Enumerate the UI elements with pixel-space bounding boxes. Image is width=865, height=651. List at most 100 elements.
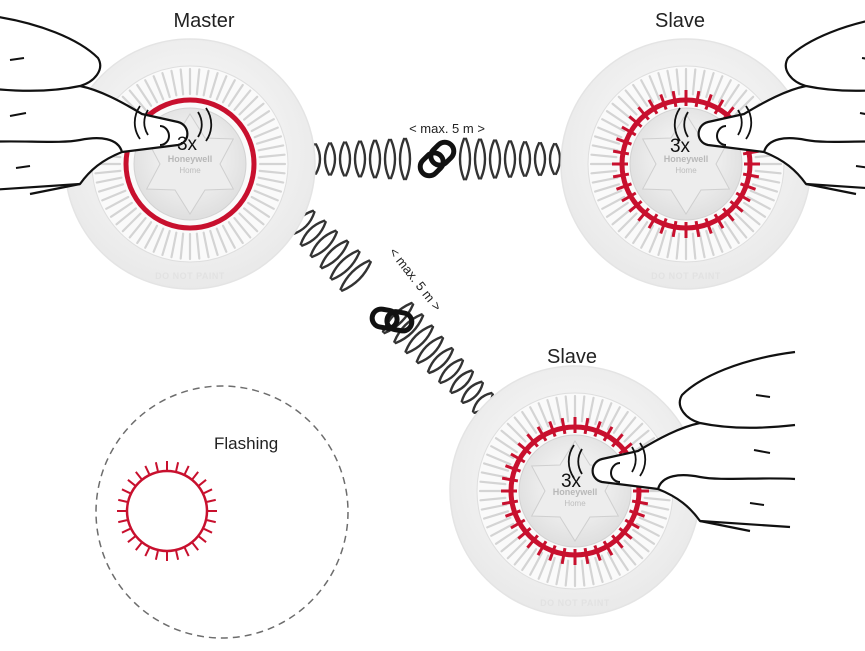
grille-fin bbox=[480, 471, 508, 479]
led-flash-tick bbox=[659, 217, 668, 235]
grille-fin bbox=[640, 79, 655, 104]
legend-flash-tick bbox=[175, 462, 180, 472]
grille-fin bbox=[611, 102, 633, 121]
grille-fin bbox=[250, 118, 275, 133]
do-not-paint-label: DO NOT PAINT bbox=[651, 271, 721, 281]
grille-fin bbox=[717, 224, 732, 249]
grille-fin bbox=[128, 217, 147, 239]
legend-flash-ticks bbox=[117, 461, 217, 561]
distance-label: < max. 5 m > bbox=[386, 245, 445, 314]
led-flash-tick bbox=[694, 90, 701, 108]
radio-wave bbox=[309, 229, 337, 257]
led-flash-tick bbox=[602, 426, 614, 442]
press-count-label: 3x bbox=[177, 134, 198, 155]
grille-fin bbox=[136, 83, 153, 107]
grille-fin bbox=[233, 217, 252, 239]
led-flash-tick bbox=[612, 172, 630, 179]
legend-flash-tick bbox=[121, 527, 131, 534]
grille-fin bbox=[490, 522, 515, 537]
grille-fin bbox=[749, 189, 775, 202]
radio-wave bbox=[518, 141, 526, 177]
grille-fin bbox=[600, 402, 613, 428]
radio-wave bbox=[340, 260, 372, 292]
grille-fin bbox=[691, 232, 697, 260]
grille-fin bbox=[643, 496, 671, 502]
grille-fin bbox=[494, 437, 518, 454]
grille-fin bbox=[161, 229, 171, 257]
legend-flash-tick bbox=[118, 498, 128, 503]
grille-fin bbox=[179, 232, 185, 260]
led-flash-tick bbox=[504, 464, 522, 473]
radio-wave bbox=[509, 140, 517, 178]
grille-fin bbox=[95, 176, 123, 184]
grille-fin bbox=[209, 229, 219, 257]
led-flash-tick bbox=[548, 420, 557, 438]
grille-fin bbox=[597, 189, 623, 202]
grille-fin bbox=[506, 539, 527, 560]
grille-fin bbox=[623, 539, 644, 560]
legend-flash-tick bbox=[154, 550, 159, 560]
hand-icon bbox=[673, 20, 865, 196]
grille-fin bbox=[537, 402, 550, 428]
led-flash-tick bbox=[618, 527, 633, 540]
radio-wave bbox=[450, 370, 475, 395]
grille-fin bbox=[618, 416, 637, 438]
radio-wave bbox=[539, 141, 547, 177]
grille-fin bbox=[521, 548, 538, 572]
legend-flashing: Flashing bbox=[95, 385, 349, 639]
led-flash-tick bbox=[615, 182, 633, 191]
legend-flash-tick bbox=[154, 462, 159, 472]
grille-fin bbox=[705, 229, 715, 257]
grille-fin bbox=[754, 169, 782, 175]
grille-fin bbox=[258, 153, 286, 159]
led-flash-tick bbox=[517, 442, 532, 455]
grille-fin bbox=[513, 544, 532, 566]
legend-flash-tick bbox=[183, 465, 190, 475]
radio-wave bbox=[329, 249, 360, 280]
radio-wave bbox=[426, 346, 453, 373]
grille-fin bbox=[624, 89, 643, 111]
grille-fin bbox=[546, 556, 556, 584]
grille-fin bbox=[743, 201, 767, 218]
grille-fin bbox=[253, 126, 279, 139]
led-flash-tick bbox=[611, 534, 624, 549]
grille-fin bbox=[479, 480, 507, 486]
grille-fin bbox=[506, 422, 527, 443]
led-flash-tick bbox=[621, 125, 637, 137]
legend-flash-tick bbox=[127, 535, 136, 543]
radio-wave bbox=[320, 240, 350, 270]
radio-wave bbox=[439, 359, 465, 385]
grille-fin bbox=[606, 406, 621, 431]
grille-fin bbox=[253, 189, 279, 202]
link-chain-icon bbox=[417, 139, 457, 179]
link-master-slave-2: < max. 5 m > bbox=[279, 199, 515, 435]
link-chain-icon bbox=[369, 306, 415, 334]
led-flash-tick bbox=[504, 509, 522, 518]
grille-fin bbox=[486, 516, 512, 529]
led-flash-tick bbox=[628, 115, 643, 128]
grille-fin bbox=[258, 169, 286, 175]
detector-master: Master Honeywell Home DO NOT PAINT 3x bbox=[0, 10, 316, 290]
led-flash-tick bbox=[560, 547, 567, 565]
radio-wave bbox=[415, 335, 443, 363]
grille-fin bbox=[221, 224, 236, 249]
grille-fin bbox=[227, 83, 244, 107]
led-flash-tick bbox=[631, 499, 649, 506]
legend-flash-tick bbox=[203, 488, 213, 495]
grille-fin bbox=[121, 212, 142, 233]
grille-fin bbox=[675, 232, 681, 260]
grille-fin bbox=[600, 554, 613, 580]
grille-fin bbox=[698, 69, 706, 97]
led-flash-tick bbox=[739, 182, 757, 191]
grille-fin bbox=[109, 201, 133, 218]
led-flash-tick bbox=[621, 191, 637, 203]
do-not-paint-label: DO NOT PAINT bbox=[155, 271, 225, 281]
grille-fin bbox=[537, 554, 550, 580]
radio-wave-icon bbox=[293, 137, 592, 181]
grille-fin bbox=[128, 89, 147, 111]
grille-fin bbox=[723, 83, 740, 107]
radio-wave bbox=[460, 380, 483, 403]
radio-wave bbox=[383, 138, 391, 180]
grille-fin bbox=[711, 75, 724, 101]
grille-fin bbox=[648, 75, 661, 101]
